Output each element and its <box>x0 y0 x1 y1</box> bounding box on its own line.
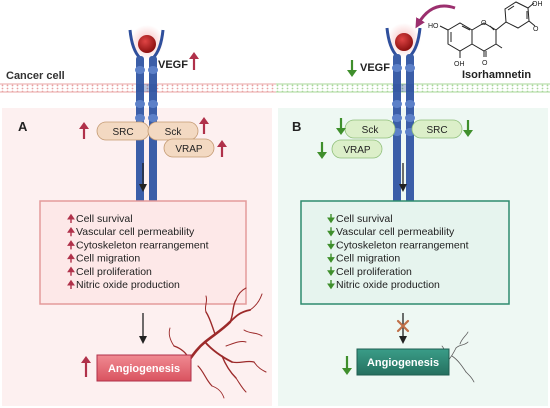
protein-vrap-b-label: VRAP <box>343 145 371 156</box>
panel-b-angiogenesis-label: Angiogenesis <box>367 357 439 369</box>
effect-item: Vascular cell permeability <box>76 226 195 238</box>
effect-item: Cytoskeleton rearrangement <box>336 239 469 251</box>
effect-item: Cell proliferation <box>76 266 152 278</box>
atom-o-ring: O <box>481 20 487 27</box>
panel-b-protein-down-arrows <box>317 118 473 159</box>
vegf-label-left: VEGF <box>158 59 188 71</box>
protein-sck-b-label: Sck <box>362 125 380 136</box>
effect-down-arrow-icon <box>327 240 335 250</box>
effect-up-arrow-icon <box>67 226 75 237</box>
effect-up-arrow-icon <box>67 240 75 250</box>
effect-item: Cell survival <box>336 213 393 225</box>
atom-oh-top-right: OH <box>532 1 543 8</box>
panel-b-letter: B <box>292 119 301 134</box>
vegf-ligand-right <box>395 33 413 51</box>
panel-a-proteins: SRC Sck VRAP <box>96 121 215 158</box>
protein-src-b-label: SRC <box>426 125 447 136</box>
protein-src-b <box>411 119 463 139</box>
effect-item: Cytoskeleton rearrangement <box>76 239 209 251</box>
vegf-down-arrow-right <box>347 60 357 77</box>
panel-b-effects-box <box>300 200 510 305</box>
effect-item: Cell proliferation <box>336 266 412 278</box>
atom-o-carbonyl: O <box>482 60 488 67</box>
protein-sck-a-label: Sck <box>165 127 183 138</box>
effect-up-arrow-icon <box>67 253 75 263</box>
effect-down-arrow-icon <box>327 266 335 277</box>
atom-o-methoxy: O <box>533 26 539 33</box>
effect-up-arrow-icon <box>67 266 75 276</box>
panel-a-protein-up-arrows <box>79 117 227 157</box>
panel-a-effects-box <box>39 200 247 305</box>
panel-a-letter: A <box>18 119 28 134</box>
vegf-up-arrow-left <box>189 52 199 70</box>
protein-src-a-label: SRC <box>112 127 133 138</box>
panel-b-angiogenesis-down-arrow <box>342 356 352 375</box>
isorhamnetin-label: Isorhamnetin <box>462 69 531 81</box>
effect-down-arrow-icon <box>327 227 335 237</box>
panel-a-blood-vessel-drawing <box>168 287 267 399</box>
isorhamnetin-atom-labels: OH HO O O OH O <box>428 1 543 68</box>
panel-a-angiogenesis-up-arrow <box>81 356 91 377</box>
effect-item: Cell migration <box>76 253 140 265</box>
effect-down-arrow-icon <box>327 280 335 290</box>
effect-down-arrow-icon <box>327 253 335 263</box>
protein-vrap-a <box>163 138 215 158</box>
atom-ho-left: HO <box>428 23 439 30</box>
panel-b-proteins: Sck SRC VRAP <box>331 119 463 159</box>
effect-down-arrow-icon <box>327 214 335 224</box>
panel-a-angiogenesis-box <box>96 354 192 382</box>
effect-item: Cell migration <box>336 253 400 265</box>
panel-a-angiogenesis-label: Angiogenesis <box>108 363 180 375</box>
effect-up-arrow-icon <box>67 279 75 289</box>
atom-oh-bottom: OH <box>454 61 465 68</box>
vegf-label-right: VEGF <box>360 62 390 74</box>
isorhamnetin-binding-arrow <box>415 4 456 29</box>
vegf-ligand-left <box>138 35 156 53</box>
effect-item: Cell survival <box>76 213 133 225</box>
panel-b-angiogenesis-box <box>356 348 450 376</box>
effect-item: Nitric oxide production <box>76 279 180 291</box>
effect-item: Nitric oxide production <box>336 279 440 291</box>
effect-up-arrow-icon <box>67 213 75 223</box>
cancer-cell-label: Cancer cell <box>6 70 65 82</box>
protein-vrap-b <box>331 139 383 159</box>
protein-vrap-a-label: VRAP <box>175 144 203 155</box>
isorhamnetin-structure <box>439 1 536 58</box>
panel-b-inhibition-mark <box>396 319 410 333</box>
effect-item: Vascular cell permeability <box>336 226 455 238</box>
cell-membrane <box>0 83 550 93</box>
